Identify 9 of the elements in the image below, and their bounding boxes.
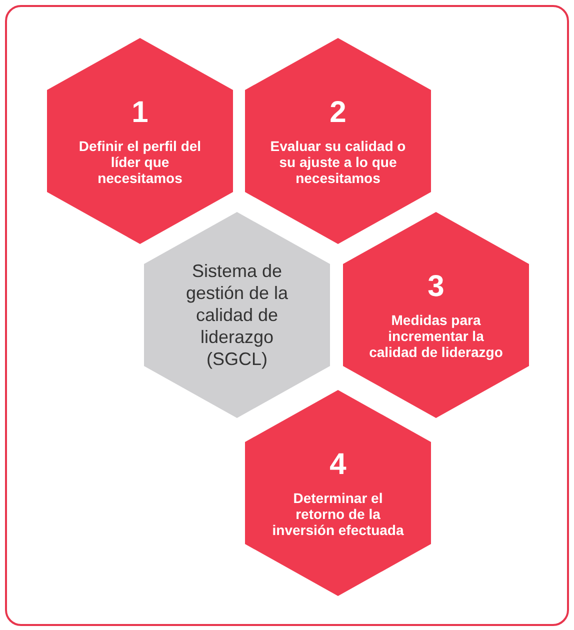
center-title: Sistema de gestión de la calidad de liderazgo (SGCL) [184,260,290,370]
step-number: 4 [330,448,346,482]
step-description: Definir el perfil del líder que necesitamos [78,138,202,186]
step-number: 1 [132,96,148,130]
step-number: 3 [428,270,444,304]
step-description: Evaluar su calidad o su ajuste a lo que necesitamos [269,138,407,186]
step-description: Determinar el retorno de la inversión efectuada [271,490,405,538]
step-description: Medidas para incrementar la calidad de liderazgo [368,312,504,360]
step-number: 2 [330,96,346,130]
